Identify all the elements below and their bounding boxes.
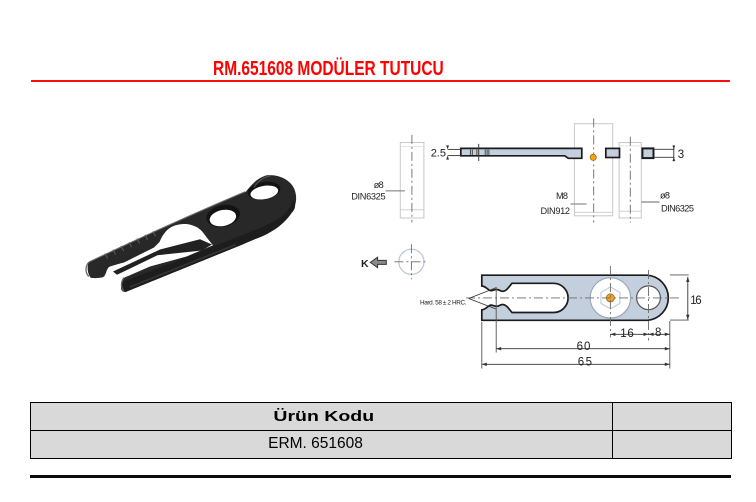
- svg-text:DIN912: DIN912: [541, 206, 571, 216]
- svg-text:3: 3: [678, 149, 684, 161]
- svg-text:ø8: ø8: [374, 180, 384, 190]
- svg-text:M8: M8: [556, 191, 568, 201]
- svg-text:65: 65: [578, 356, 592, 368]
- svg-text:2.5: 2.5: [431, 148, 446, 160]
- svg-text:60: 60: [577, 341, 591, 353]
- svg-text:16: 16: [620, 328, 634, 340]
- svg-text:16: 16: [690, 295, 702, 307]
- svg-text:8: 8: [655, 327, 661, 339]
- svg-text:Hard. 58 ± 2 HRC.: Hard. 58 ± 2 HRC.: [420, 299, 467, 306]
- svg-text:DIN6325: DIN6325: [351, 192, 385, 202]
- svg-text:ø8: ø8: [660, 191, 670, 201]
- svg-text:DIN6325: DIN6325: [661, 204, 694, 214]
- svg-text:K: K: [361, 258, 369, 270]
